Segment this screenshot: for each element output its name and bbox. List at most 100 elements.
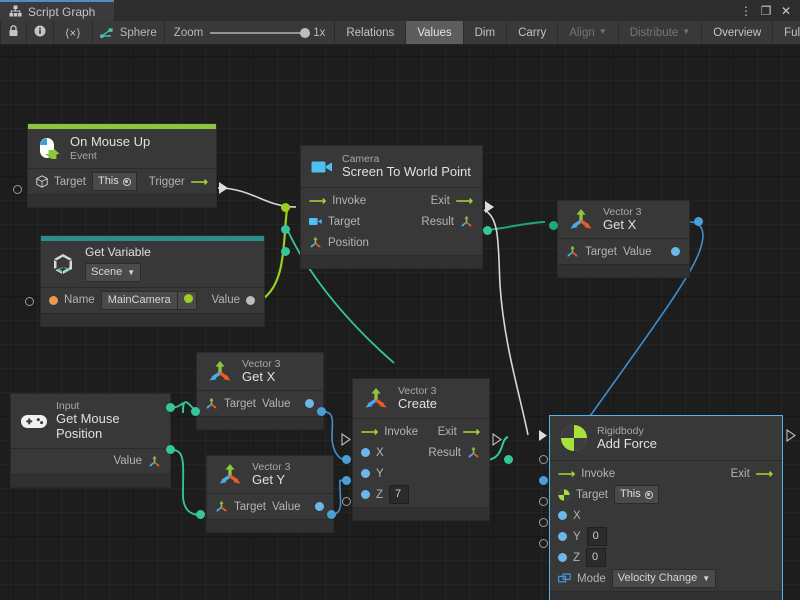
invoke-flow-arrow-icon[interactable]: ⟶ [558,466,576,481]
port-exit-output-arrow[interactable] [485,201,494,213]
port-mode-unconnected[interactable] [539,539,548,548]
node-input-get-mouse-position[interactable]: Input Get Mouse Position Value [10,393,171,488]
port-name-input[interactable] [49,295,58,305]
port-exit-output-open-arrow[interactable] [786,428,796,447]
graph-canvas[interactable]: On Mouse Up Event Target This [0,45,800,600]
target-value-pill[interactable]: This [613,485,659,504]
port-y-input[interactable] [361,469,370,478]
trigger-flow-arrow-icon[interactable]: ⟶ [190,174,208,189]
node-vector3-get-y[interactable]: Vector 3 Get Y Target Value [206,455,334,533]
port-row-invoke: ⟶ Invoke Exit ⟶ [353,421,489,442]
overview-button[interactable]: Overview [702,21,774,44]
close-button[interactable]: ✕ [780,3,792,18]
port-y-input[interactable] [558,532,567,541]
maximize-button[interactable]: ❐ [760,3,772,18]
port-target-input-connected[interactable] [549,221,558,230]
port-create-z-unconnected[interactable] [342,497,351,506]
vector3-port-icon [467,447,480,458]
port-value-output[interactable] [315,502,324,511]
relations-button[interactable]: Relations [335,21,407,44]
lock-toggle[interactable] [0,21,27,44]
port-x-wire-dot[interactable] [539,476,548,485]
port-target-input-connected[interactable] [191,407,200,416]
port-value-output[interactable] [671,247,680,256]
node-vector3-create[interactable]: Vector 3 Create ⟶ Invoke Exit ⟶ X Result [352,378,490,521]
y-label: Y [573,530,581,543]
port-value-output-wire-dot[interactable] [327,510,336,519]
z-value-field[interactable]: 7 [389,485,410,504]
y-value-field[interactable]: 0 [586,527,607,546]
carry-button[interactable]: Carry [507,21,559,44]
node-get-variable[interactable]: <> Get Variable Scene ▼ Name MainCamera [40,235,265,327]
port-value-output-wire-dot[interactable] [317,407,326,416]
port-result-output[interactable] [483,226,492,235]
camera-icon [311,159,333,175]
port-create-y-wire-dot[interactable] [342,476,351,485]
node-rigidbody-add-force[interactable]: Rigidbody Add Force ⟶ Invoke Exit ⟶ [549,415,783,600]
port-row-invoke: ⟶ Invoke Exit ⟶ [301,190,482,211]
port-z-input[interactable] [361,490,370,499]
node-vector3-get-x-mid[interactable]: Vector 3 Get X Target Value [196,352,324,430]
port-position-input[interactable] [281,247,290,256]
exit-flow-arrow-icon[interactable]: ⟶ [455,193,473,208]
graph-target-label: Sphere [119,26,157,39]
invoke-flow-arrow-icon[interactable]: ⟶ [309,193,327,208]
port-invoke-input-open-arrow[interactable] [341,432,351,451]
exit-flow-arrow-icon[interactable]: ⟶ [755,466,773,481]
node-category: Vector 3 [252,461,291,473]
port-value-output-wire-dot[interactable] [694,217,703,226]
graph-target-button[interactable]: Sphere [93,21,165,44]
port-z-input[interactable] [558,553,567,562]
port-getvariable-value-out[interactable] [184,294,193,303]
menu-kebab-button[interactable]: ⋮ [740,3,752,18]
port-y-unconnected[interactable] [539,497,548,506]
port-trigger-output-arrow[interactable] [219,182,228,194]
exit-flow-arrow-icon[interactable]: ⟶ [462,424,480,439]
fullscreen-button[interactable]: Full Screen [773,21,800,44]
port-value-output[interactable] [246,295,255,305]
port-mouse-value-output[interactable] [166,445,175,454]
port-exit-output-open-arrow[interactable] [492,432,502,451]
port-create-x-wire-dot[interactable] [342,455,351,464]
script-graph-icon [9,5,22,18]
tab-script-graph[interactable]: Script Graph [0,0,114,21]
node-camera-screen-to-world-point[interactable]: Camera Screen To World Point ⟶ Invoke Ex… [300,145,483,269]
port-target-input-unconnected[interactable] [13,185,22,194]
port-value-output[interactable] [305,399,314,408]
value-label: Value [271,500,301,513]
port-invoke-input[interactable] [281,203,290,212]
port-name-input-unconnected[interactable] [25,297,34,306]
port-result-output-wire-dot[interactable] [504,455,513,464]
dim-button[interactable]: Dim [464,21,508,44]
z-value: 7 [395,488,402,500]
port-x-input[interactable] [558,511,567,520]
invoke-flow-arrow-icon[interactable]: ⟶ [361,424,379,439]
align-dropdown[interactable]: Align ▼ [558,21,619,44]
vector3-icon [207,360,233,383]
port-invoke-input-open-arrow[interactable] [538,429,548,447]
info-button[interactable] [27,21,54,44]
position-label: Position [328,236,369,249]
variable-scope-dropdown[interactable]: Scene ▼ [85,262,142,282]
port-target-input-connected[interactable] [196,510,205,519]
node-on-mouse-up[interactable]: On Mouse Up Event Target This [27,123,217,208]
node-vector3-get-x-right[interactable]: Vector 3 Get X Target Value [557,200,690,278]
zoom-slider[interactable] [210,27,311,38]
port-target-unconnected[interactable] [539,455,548,464]
values-button[interactable]: Values [406,21,464,44]
variable-name-field[interactable]: MainCamera ▼ [100,290,197,310]
z-value-field[interactable]: 0 [586,548,607,567]
zoom-slider-knob[interactable] [300,27,311,38]
port-x-input[interactable] [361,448,370,457]
zoom-control[interactable]: Zoom 1x [165,21,336,44]
node-accent-bar [28,124,216,129]
info-icon [34,25,46,40]
distribute-dropdown[interactable]: Distribute ▼ [619,21,703,44]
port-target-input[interactable] [281,225,290,234]
mode-dropdown[interactable]: Velocity Change ▼ [611,569,717,588]
code-view-button[interactable]: ⟨×⟩ [54,21,93,44]
target-value-pill[interactable]: This [91,172,137,191]
port-mouse-value-output-top[interactable] [166,403,175,412]
port-z-unconnected[interactable] [539,518,548,527]
